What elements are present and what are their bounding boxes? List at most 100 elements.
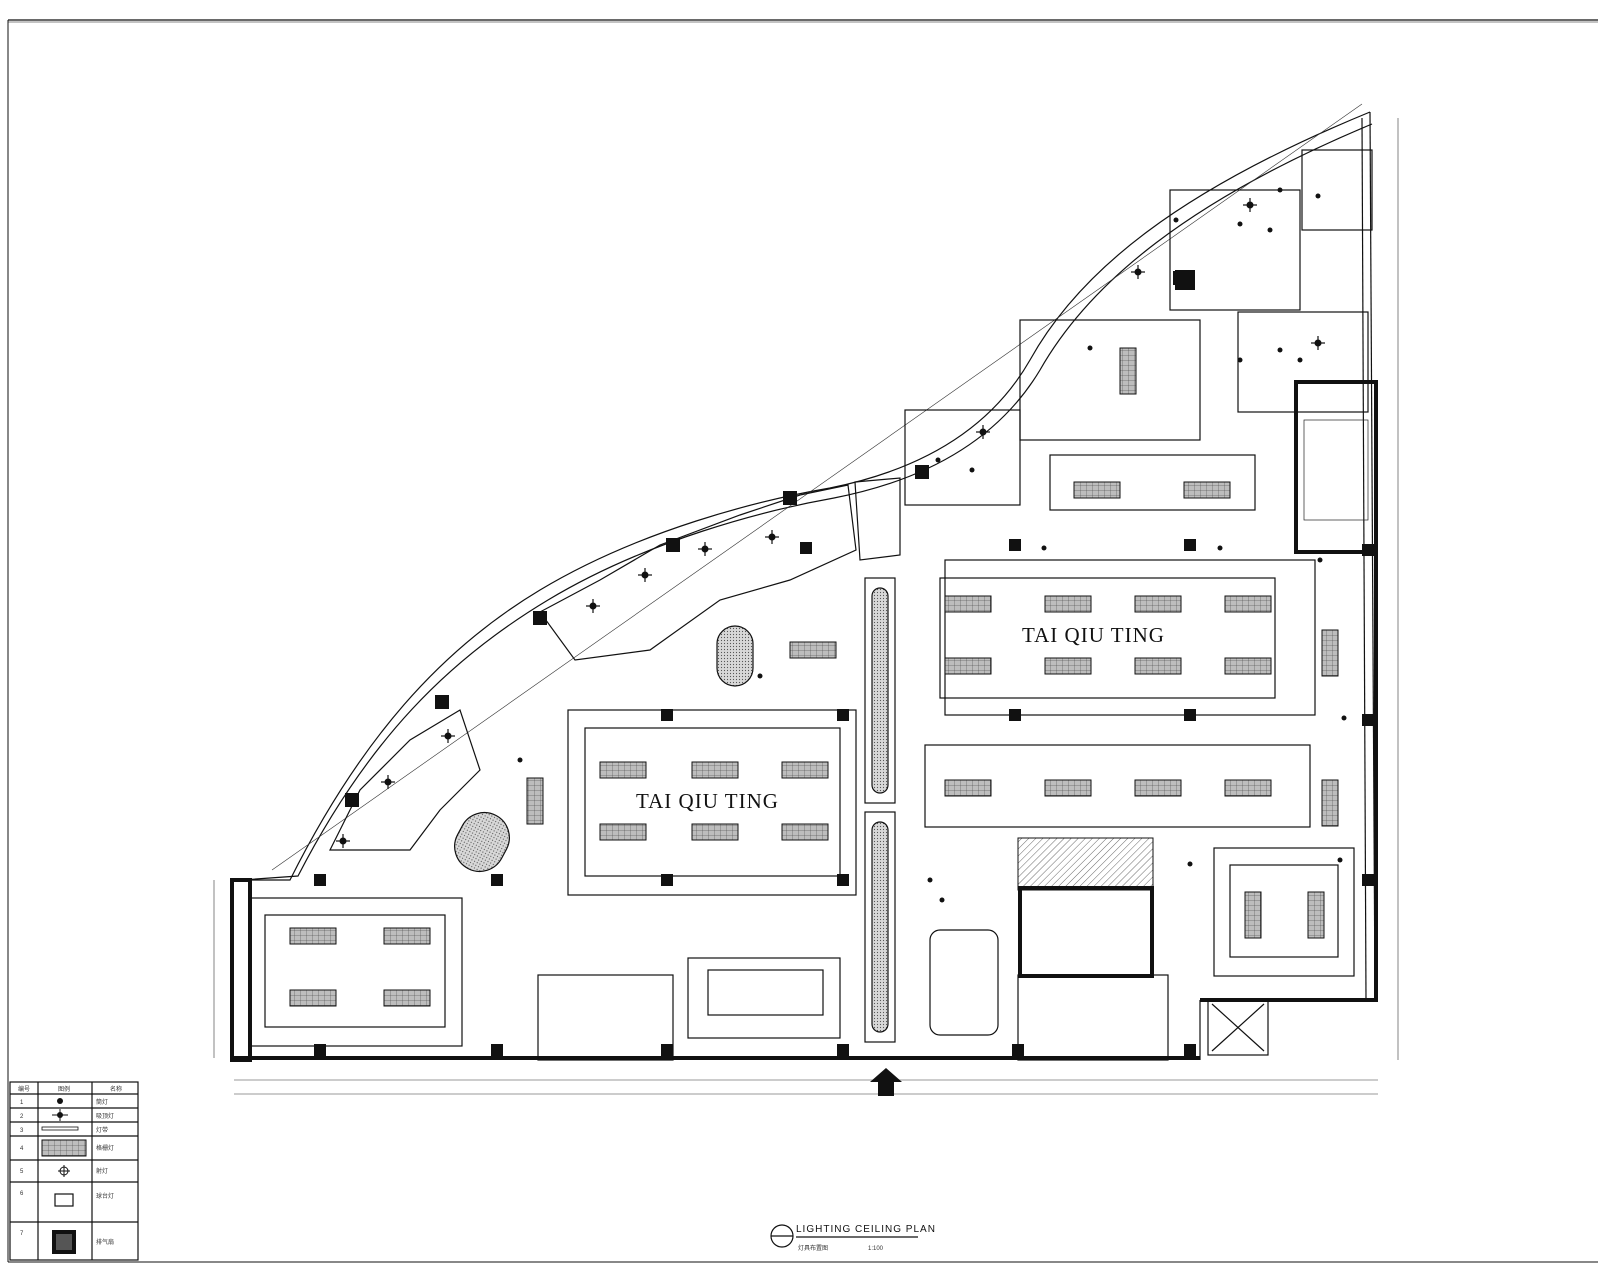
structural-column: [491, 1044, 503, 1056]
dimension-lines: [213, 103, 1399, 1095]
grille-light-icon: [1044, 779, 1092, 797]
legend-name-2: 吸顶灯: [96, 1112, 114, 1120]
billiard-hall-central: TAI QIU TING: [567, 709, 857, 896]
structural-column: [314, 874, 326, 886]
downlight-icon: [1317, 557, 1323, 563]
table-light-icon: [54, 1193, 74, 1207]
legend-name-4: 格栅灯: [96, 1144, 114, 1152]
legend-name-7: 排气扇: [96, 1238, 114, 1246]
ceiling-lamp-icon: [52, 1109, 68, 1121]
exhaust-fan-icon: [533, 611, 547, 625]
grille-light-icon: [691, 761, 739, 779]
legend-no-5: 5: [20, 1169, 24, 1175]
downlight-icon: [1217, 545, 1223, 551]
downlight-icon: [1041, 545, 1047, 551]
downlight-icon: [757, 673, 763, 679]
exhaust-fan-icon: [783, 491, 797, 505]
structural-column: [1012, 1044, 1024, 1056]
legend-no-4: 4: [20, 1146, 24, 1152]
staircases: [537, 957, 1269, 1096]
structural-column: [1362, 714, 1374, 726]
sheet-frame: [7, 19, 1598, 1263]
structural-column: [491, 874, 503, 886]
grille-light-icon: [599, 761, 647, 779]
grille-light-icon: [1134, 657, 1182, 675]
legend-name-3: 灯带: [96, 1126, 108, 1134]
legend-no-7: 7: [20, 1231, 24, 1237]
light-troughs: [454, 577, 896, 1043]
grille-light-icon: [289, 989, 337, 1007]
exhaust-fan-icon: [915, 465, 929, 479]
downlight-icon: [1337, 857, 1343, 863]
downlight-icon: [1173, 217, 1179, 223]
legend-no-1: 1: [20, 1100, 24, 1106]
structural-column: [837, 874, 849, 886]
downlight-icon: [1267, 227, 1273, 233]
grille-light-icon: [1134, 595, 1182, 613]
grille-light-icon: [1321, 779, 1339, 827]
grille-light-icon: [789, 641, 837, 659]
downlight-icon: [935, 457, 941, 463]
building-outline: [230, 111, 1378, 1062]
perimeter-rooms: [329, 477, 901, 851]
exhaust-fan-icon: [666, 538, 680, 552]
spotlight-icon: [58, 1165, 70, 1177]
grille-light-icon: [289, 927, 337, 945]
grille-light-icon: [1119, 347, 1137, 395]
grille-light-icon: [383, 927, 431, 945]
grille-light-icon: [1244, 891, 1262, 939]
structural-column: [1009, 709, 1021, 721]
downlight-icon: [57, 1098, 63, 1104]
drawing-title: LIGHTING CEILING PLAN: [796, 1224, 936, 1235]
grille-light-icon: [41, 1139, 87, 1157]
grille-light-icon: [599, 823, 647, 841]
legend-no-3: 3: [20, 1128, 24, 1134]
exhaust-fan-icon: [1173, 271, 1187, 285]
downlight-icon: [1297, 357, 1303, 363]
room-label-central: TAI QIU TING: [636, 789, 779, 813]
grille-light-icon: [1134, 779, 1182, 797]
strip-light-icon: [41, 1126, 79, 1131]
structural-column: [837, 709, 849, 721]
downlight-icon: [1087, 345, 1093, 351]
room-label-east: TAI QIU TING: [1022, 623, 1165, 647]
structural-column: [314, 1044, 326, 1056]
grille-light-icon: [1224, 595, 1272, 613]
entrance-arrow-icon: [870, 1068, 902, 1096]
grille-light-icon: [944, 595, 992, 613]
structural-column: [1009, 539, 1021, 551]
structural-column: [1362, 544, 1374, 556]
grille-light-icon: [781, 761, 829, 779]
drawing-scale: 1:100: [868, 1246, 884, 1252]
grille-light-icon: [1307, 891, 1325, 939]
legend-header-no: 编号: [18, 1085, 30, 1093]
billiard-hall-east: TAI QIU TING: [939, 559, 1316, 716]
grille-light-icon: [781, 823, 829, 841]
grille-light-icon: [383, 989, 431, 1007]
grille-light-icon: [1044, 595, 1092, 613]
downlight-icon: [927, 877, 933, 883]
downlight-icon: [1315, 193, 1321, 199]
downlight-icon: [1277, 347, 1283, 353]
lighting-fixtures: [289, 187, 1347, 1007]
structural-column: [661, 709, 673, 721]
exhaust-fan-icon: [345, 793, 359, 807]
legend-no-6: 6: [20, 1191, 24, 1197]
grille-light-icon: [944, 779, 992, 797]
grille-light-icon: [1044, 657, 1092, 675]
downlight-icon: [1187, 861, 1193, 867]
legend-name-5: 射灯: [96, 1167, 108, 1175]
structural-column: [837, 1044, 849, 1056]
legend-table: 编号 图例 名称 1 2 3 4 5 6 7 筒灯 吸顶灯 灯带 格栅灯: [9, 1081, 139, 1261]
downlight-icon: [1237, 221, 1243, 227]
drawing-subtitle: 灯具布置图: [798, 1244, 828, 1252]
grille-light-icon: [691, 823, 739, 841]
legend-header-symbol: 图例: [58, 1085, 70, 1093]
downlight-icon: [1237, 357, 1243, 363]
structural-column: [1184, 539, 1196, 551]
exhaust-fan-icon: [52, 1230, 76, 1254]
downlight-icon: [1341, 715, 1347, 721]
downlight-icon: [1277, 187, 1283, 193]
structural-column: [661, 1044, 673, 1056]
